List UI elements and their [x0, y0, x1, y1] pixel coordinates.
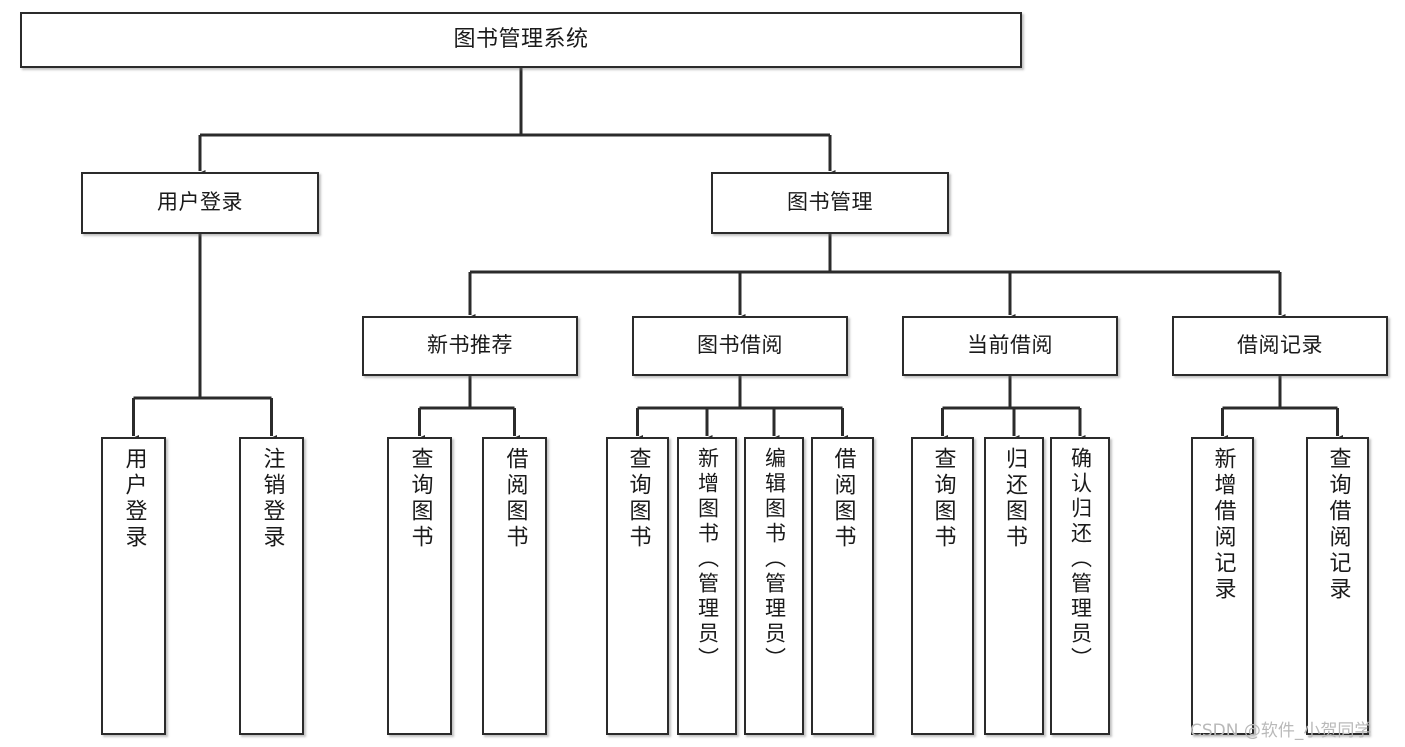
node-new-book-rec[interactable]: 新书推荐 — [362, 316, 578, 376]
node-label-leaf-rec-query-book: 查询图书 — [407, 447, 433, 551]
node-leaf-current-confirm-return[interactable]: 确认归还（管理员） — [1050, 437, 1110, 735]
node-leaf-record-query[interactable]: 查询借阅记录 — [1306, 437, 1369, 735]
node-label-user-login: 用户登录 — [157, 190, 243, 215]
node-label-borrow-record: 借阅记录 — [1237, 333, 1323, 358]
node-label-leaf-borrow-borrow-book: 借阅图书 — [830, 447, 856, 551]
node-label-leaf-borrow-edit-book: 编辑图书（管理员） — [762, 447, 787, 672]
node-book-manage[interactable]: 图书管理 — [711, 172, 949, 234]
node-leaf-user-login[interactable]: 用户登录 — [101, 437, 166, 735]
node-label-leaf-current-return-book: 归还图书 — [1002, 447, 1027, 551]
node-label-new-book-rec: 新书推荐 — [427, 333, 513, 358]
node-leaf-borrow-query-book[interactable]: 查询图书 — [606, 437, 669, 735]
node-label-leaf-current-query-book: 查询图书 — [930, 447, 956, 551]
node-label-leaf-current-confirm-return: 确认归还（管理员） — [1068, 447, 1093, 672]
node-label-current-borrow: 当前借阅 — [967, 333, 1053, 358]
node-leaf-rec-borrow-book[interactable]: 借阅图书 — [482, 437, 547, 735]
node-user-login[interactable]: 用户登录 — [81, 172, 319, 234]
node-leaf-current-query-book[interactable]: 查询图书 — [911, 437, 974, 735]
node-label-leaf-user-logout: 注销登录 — [259, 447, 285, 551]
node-label-leaf-record-query: 查询借阅记录 — [1325, 447, 1351, 603]
node-label-leaf-borrow-query-book: 查询图书 — [625, 447, 651, 551]
node-leaf-user-logout[interactable]: 注销登录 — [239, 437, 304, 735]
csdn-watermark: CSDN @软件_小贺同学 — [1190, 721, 1372, 741]
node-leaf-current-return-book[interactable]: 归还图书 — [984, 437, 1044, 735]
node-leaf-borrow-add-book[interactable]: 新增图书（管理员） — [677, 437, 737, 735]
node-label-leaf-record-add: 新增借阅记录 — [1210, 447, 1236, 603]
node-leaf-borrow-borrow-book[interactable]: 借阅图书 — [811, 437, 874, 735]
node-leaf-record-add[interactable]: 新增借阅记录 — [1191, 437, 1254, 735]
node-borrow-record[interactable]: 借阅记录 — [1172, 316, 1388, 376]
node-label-book-manage: 图书管理 — [787, 190, 873, 215]
node-label-leaf-borrow-add-book: 新增图书（管理员） — [695, 447, 720, 672]
node-root[interactable]: 图书管理系统 — [20, 12, 1022, 68]
node-leaf-rec-query-book[interactable]: 查询图书 — [387, 437, 452, 735]
node-label-root: 图书管理系统 — [453, 26, 589, 52]
node-leaf-borrow-edit-book[interactable]: 编辑图书（管理员） — [744, 437, 804, 735]
node-current-borrow[interactable]: 当前借阅 — [902, 316, 1118, 376]
node-book-borrow[interactable]: 图书借阅 — [632, 316, 848, 376]
node-label-leaf-user-login: 用户登录 — [121, 447, 147, 551]
node-label-book-borrow: 图书借阅 — [697, 333, 783, 358]
edge-group — [128, 68, 1343, 445]
node-label-leaf-rec-borrow-book: 借阅图书 — [502, 447, 528, 551]
